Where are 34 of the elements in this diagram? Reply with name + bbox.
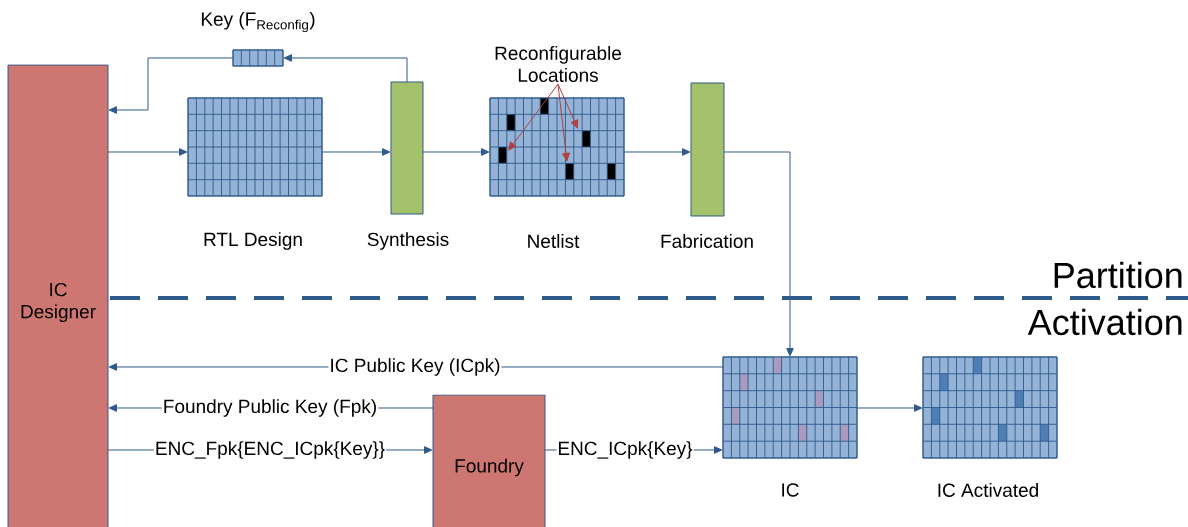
arrow bbox=[623, 148, 691, 156]
edge-label: Foundry Public Key (Fpk) bbox=[161, 398, 379, 418]
edge-label: ENC_Fpk{ENC_ICpk{Key}} bbox=[153, 440, 387, 460]
arrow bbox=[723, 151, 794, 357]
actor-box: IC Designer bbox=[7, 64, 109, 527]
caption-text: IC Activated bbox=[938, 483, 1038, 497]
arrow bbox=[422, 148, 490, 156]
leader-line bbox=[557, 83, 570, 162]
edge-label: ENC_ICpk{Key} bbox=[556, 440, 694, 460]
cell-grid bbox=[489, 97, 625, 197]
leader-line bbox=[557, 83, 579, 129]
arrow bbox=[108, 57, 234, 114]
cell-grid bbox=[187, 97, 323, 197]
edge-label: IC Public Key (ICpk) bbox=[328, 357, 502, 377]
cell-grid bbox=[722, 356, 858, 459]
callout-text: Reconfigurable Locations bbox=[495, 46, 622, 82]
arrow bbox=[856, 404, 923, 412]
cell-grid bbox=[922, 356, 1058, 459]
arrow bbox=[321, 148, 391, 156]
arrow bbox=[283, 54, 408, 83]
process-bar bbox=[390, 81, 424, 215]
process-bar bbox=[690, 82, 725, 217]
leader-line bbox=[508, 83, 559, 151]
caption-text: RTL Design bbox=[204, 232, 302, 250]
caption-text: Synthesis bbox=[367, 232, 449, 250]
actor-box: Foundry bbox=[432, 394, 546, 527]
cell-grid bbox=[232, 49, 284, 67]
section-label: Activation bbox=[1027, 308, 1182, 336]
section-label: Partition bbox=[1054, 261, 1182, 289]
caption-text: IC bbox=[782, 483, 799, 497]
caption-text: Key (F$_{Reconfig}$) bbox=[201, 11, 315, 33]
arrow bbox=[107, 148, 188, 156]
caption-text: Netlist bbox=[528, 234, 580, 248]
caption-text: Fabrication bbox=[661, 234, 753, 248]
